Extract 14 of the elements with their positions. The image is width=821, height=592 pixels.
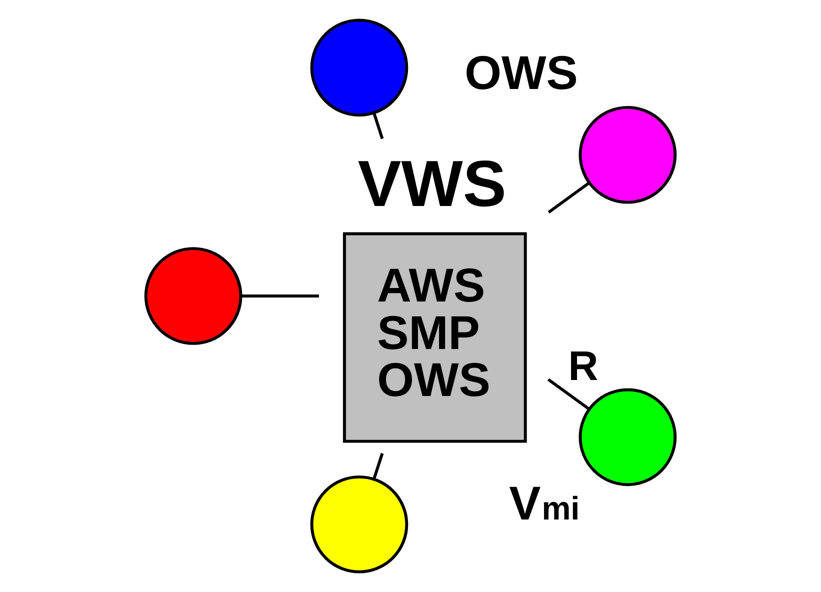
node-circle [578, 106, 677, 204]
node-circle [310, 475, 408, 574]
node-circle [310, 18, 408, 117]
connector [548, 182, 590, 214]
node-label: Vmi [509, 478, 580, 531]
connector [372, 112, 384, 140]
connector [547, 378, 590, 410]
node-label: VWS [358, 146, 506, 220]
connector [241, 294, 319, 298]
node-circle [578, 388, 677, 486]
edge-label: R [568, 342, 598, 389]
connector [372, 452, 384, 480]
node-label: OWS [464, 47, 578, 100]
node-circle [144, 247, 242, 345]
